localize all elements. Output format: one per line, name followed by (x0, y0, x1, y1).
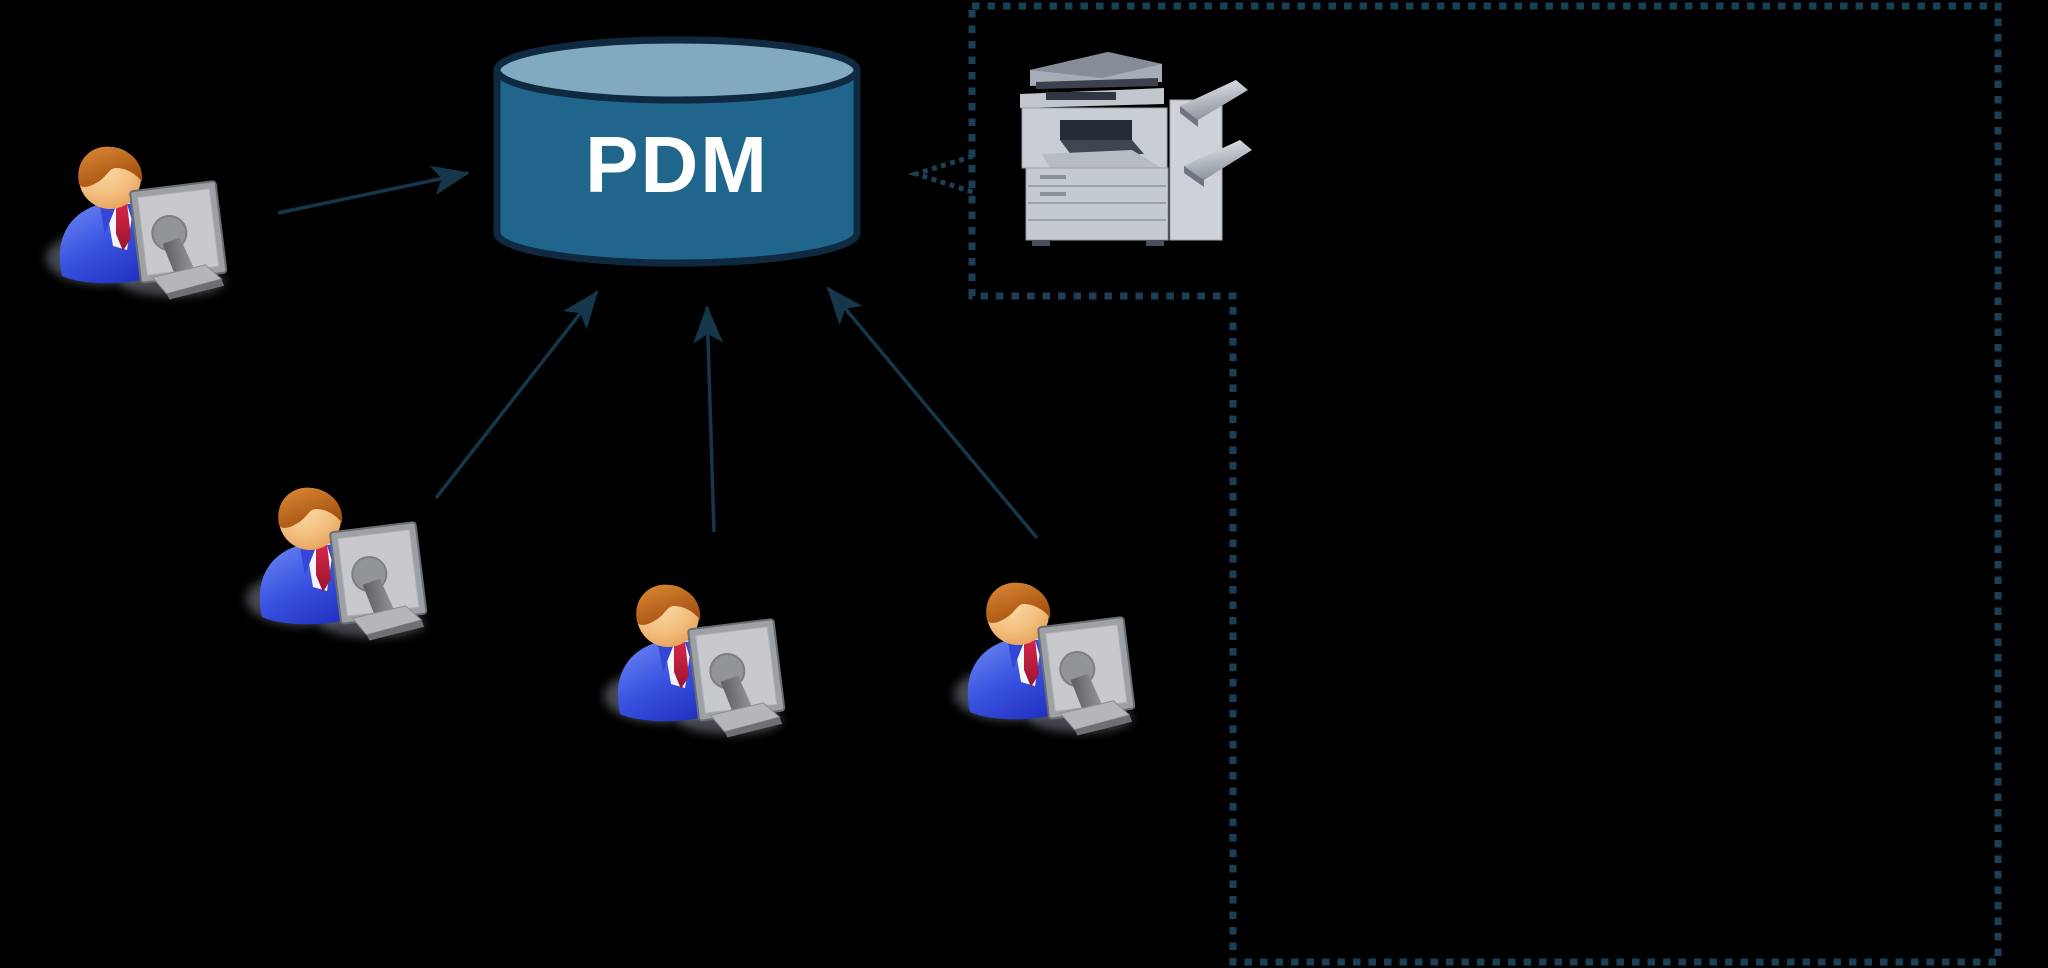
pdm-cylinder-top (493, 36, 861, 104)
user-workstation-1 (46, 147, 229, 303)
user-workstation-4 (954, 583, 1137, 739)
arrows-layer (277, 165, 1039, 540)
printer-to-pdm-dashed-arrow (907, 153, 974, 195)
pdm-database-cylinder: PDM (493, 36, 861, 267)
printer-copier-icon (1019, 51, 1253, 247)
user-workstation-2 (246, 488, 429, 644)
pdm-label: PDM (585, 120, 769, 209)
arrow-user3-to-pdm (693, 305, 724, 533)
arrow-user1-to-pdm (277, 165, 470, 215)
user-workstation-3 (604, 585, 787, 741)
dashed-boundary-border (968, 2, 2002, 966)
arrow-user2-to-pdm (434, 290, 599, 500)
arrow-user4-to-pdm (826, 286, 1039, 540)
